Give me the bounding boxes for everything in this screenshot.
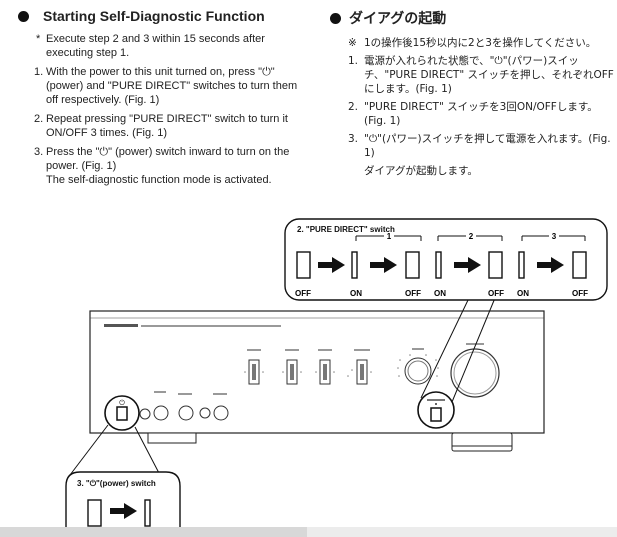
state-label: OFF bbox=[405, 289, 421, 298]
japanese-title: ダイアグの起動 bbox=[349, 11, 447, 27]
step-number: 1. bbox=[34, 66, 44, 78]
english-heading: Starting Self-Diagnostic Function bbox=[18, 8, 300, 24]
step-text: 電源が入れられた状態で、"⏻"(パワー)スイッチ、"PURE DIRECT" ス… bbox=[364, 55, 614, 95]
step-number: 3. bbox=[348, 133, 359, 145]
step-text: With the power to this unit turned on, p… bbox=[46, 66, 298, 106]
state-label: ON bbox=[517, 289, 529, 298]
step-number: 1. bbox=[348, 55, 359, 67]
arrow-icon bbox=[454, 257, 481, 273]
group-label-1: 1 bbox=[387, 232, 392, 241]
group-bracket-1: 1 bbox=[355, 232, 422, 241]
pure-direct-switch bbox=[417, 391, 455, 429]
phones-jack bbox=[139, 408, 151, 420]
english-note: * Execute step 2 and 3 within 15 seconds… bbox=[18, 32, 300, 60]
step-number: 3. bbox=[34, 146, 44, 158]
arrow-icon bbox=[370, 257, 397, 273]
power-icon: ⏻ bbox=[119, 399, 125, 407]
step-number: 2. bbox=[34, 113, 44, 125]
power-callout-label: 3. "⏻"(power) switch bbox=[77, 479, 156, 488]
step-text: Repeat pressing "PURE DIRECT" switch to … bbox=[46, 113, 288, 139]
group-label-2: 2 bbox=[469, 232, 474, 241]
english-note-text: Execute step 2 and 3 within 15 seconds a… bbox=[46, 33, 265, 59]
english-step-2: 2. Repeat pressing "PURE DIRECT" switch … bbox=[18, 112, 300, 140]
state-label: OFF bbox=[488, 289, 504, 298]
pure-direct-callout: 2. "PURE DIRECT" switch 1 2 3 bbox=[284, 218, 608, 301]
group-label-3: 3 bbox=[552, 232, 557, 241]
input-selector bbox=[397, 348, 439, 385]
japanese-step-1: 1. 電源が入れられた状態で、"⏻"(パワー)スイッチ、"PURE DIRECT… bbox=[330, 54, 615, 96]
japanese-note: ※ 1の操作後15秒以内に2と3を操作してください。 bbox=[330, 36, 615, 50]
asterisk-mark: * bbox=[36, 33, 41, 45]
pure-direct-callout-label: 2. "PURE DIRECT" switch bbox=[297, 225, 395, 234]
brand-logo bbox=[104, 324, 138, 327]
group-bracket-2: 2 bbox=[437, 232, 503, 241]
tone-knob-bass bbox=[248, 359, 260, 385]
switch-state-off-2 bbox=[405, 251, 420, 279]
speaker-selector bbox=[178, 393, 194, 421]
bullet-icon bbox=[18, 10, 29, 22]
power-callout: 3. "⏻"(power) switch bbox=[65, 471, 181, 537]
speakers-switch bbox=[153, 391, 169, 421]
loudness-knob bbox=[356, 359, 368, 385]
model-text-mark bbox=[141, 325, 281, 327]
state-label: ON bbox=[434, 289, 446, 298]
switch-state-off-4 bbox=[572, 251, 587, 279]
japanese-column: ダイアグの起動 ※ 1の操作後15秒以内に2と3を操作してください。 1. 電源… bbox=[330, 8, 615, 178]
switch-state-off-power bbox=[87, 499, 102, 527]
step-text: "PURE DIRECT" スイッチを3回ON/OFFします。(Fig. 1) bbox=[364, 101, 598, 127]
english-title: Starting Self-Diagnostic Function bbox=[43, 8, 265, 24]
arrow-icon bbox=[110, 503, 137, 519]
state-label: ON bbox=[350, 289, 362, 298]
bullet-icon bbox=[330, 12, 341, 24]
amplifier-front-panel bbox=[89, 310, 545, 452]
japanese-note-text: 1の操作後15秒以内に2と3を操作してください。 bbox=[364, 37, 597, 49]
tone-knob-treble bbox=[286, 359, 298, 385]
power-switch: ⏻ bbox=[104, 395, 140, 431]
footer-bar-right bbox=[307, 527, 617, 537]
balance-knob bbox=[319, 359, 331, 385]
arrow-icon bbox=[318, 257, 345, 273]
japanese-step-3: 3. "⏻"(パワー)スイッチを押して電源を入れます。(Fig. 1) bbox=[330, 132, 615, 160]
english-step-3: 3. Press the "⏻" (power) switch inward t… bbox=[18, 145, 300, 173]
step-text: "⏻"(パワー)スイッチを押して電源を入れます。(Fig. 1) bbox=[364, 133, 611, 159]
english-column: Starting Self-Diagnostic Function * Exec… bbox=[18, 8, 300, 187]
switch-state-off-3 bbox=[488, 251, 503, 279]
volume-knob bbox=[450, 343, 500, 398]
rec-out-selector bbox=[199, 393, 229, 421]
page-footer-bar bbox=[0, 527, 617, 537]
english-result: The self-diagnostic function mode is act… bbox=[46, 174, 272, 186]
switch-state-off-1 bbox=[296, 251, 311, 279]
step-number: 2. bbox=[348, 101, 359, 113]
japanese-heading: ダイアグの起動 bbox=[330, 8, 615, 28]
arrow-icon bbox=[537, 257, 564, 273]
switch-state-on-2 bbox=[435, 251, 442, 279]
japanese-result: ダイアグが起動します。 bbox=[364, 165, 478, 177]
japanese-step-2: 2. "PURE DIRECT" スイッチを3回ON/OFFします。(Fig. … bbox=[330, 100, 615, 128]
reference-mark: ※ bbox=[348, 37, 357, 49]
switch-state-on-3 bbox=[518, 251, 525, 279]
step-text: Press the "⏻" (power) switch inward to t… bbox=[46, 146, 290, 172]
group-bracket-3: 3 bbox=[521, 232, 586, 241]
state-label: OFF bbox=[572, 289, 588, 298]
switch-state-on-1 bbox=[351, 251, 358, 279]
switch-state-on-power bbox=[144, 499, 151, 527]
english-step-1: 1. With the power to this unit turned on… bbox=[18, 65, 300, 107]
state-label: OFF bbox=[295, 289, 311, 298]
